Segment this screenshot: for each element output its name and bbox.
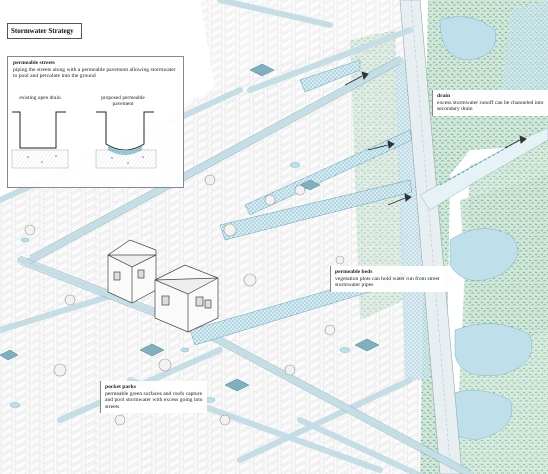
permeable-beds-heading: permeable beds	[335, 269, 373, 275]
existing-drain-label: existing open drain	[19, 95, 61, 101]
permeable-beds-text: vegetation plots can hold water run from…	[335, 275, 440, 289]
pocket-parks	[0, 63, 380, 392]
trees	[24, 174, 345, 426]
house-model	[107, 239, 219, 333]
pocket-parks-heading: pocket parks	[105, 384, 136, 390]
proposed-pavement-label: proposed permeable pavement	[101, 95, 145, 108]
boulevard	[399, 0, 463, 474]
permeable-streets-text: piping the streets along with a permeabl…	[13, 66, 176, 80]
existing-drain-section	[11, 111, 69, 169]
water-pools	[439, 16, 533, 441]
drain-callout: drain excess stormwater runoff can be ch…	[432, 90, 548, 116]
pocket-parks-text: permeable green surfaces and roofs captu…	[105, 390, 203, 410]
page-title: Stormwater Strategy	[7, 23, 82, 39]
proposed-pavement-section	[95, 111, 157, 169]
drain-section-sketch	[11, 111, 157, 169]
permeable-streets-heading: permeable streets	[13, 60, 55, 66]
pocket-parks-callout: pocket parks permeable green surfaces an…	[100, 381, 207, 414]
drain-text: excess stormwater runoff can be channele…	[437, 99, 544, 113]
permeable-beds-callout: permeable beds vegetation plots can hold…	[330, 266, 451, 292]
city-pools	[9, 162, 351, 408]
drain-heading: drain	[437, 93, 451, 99]
